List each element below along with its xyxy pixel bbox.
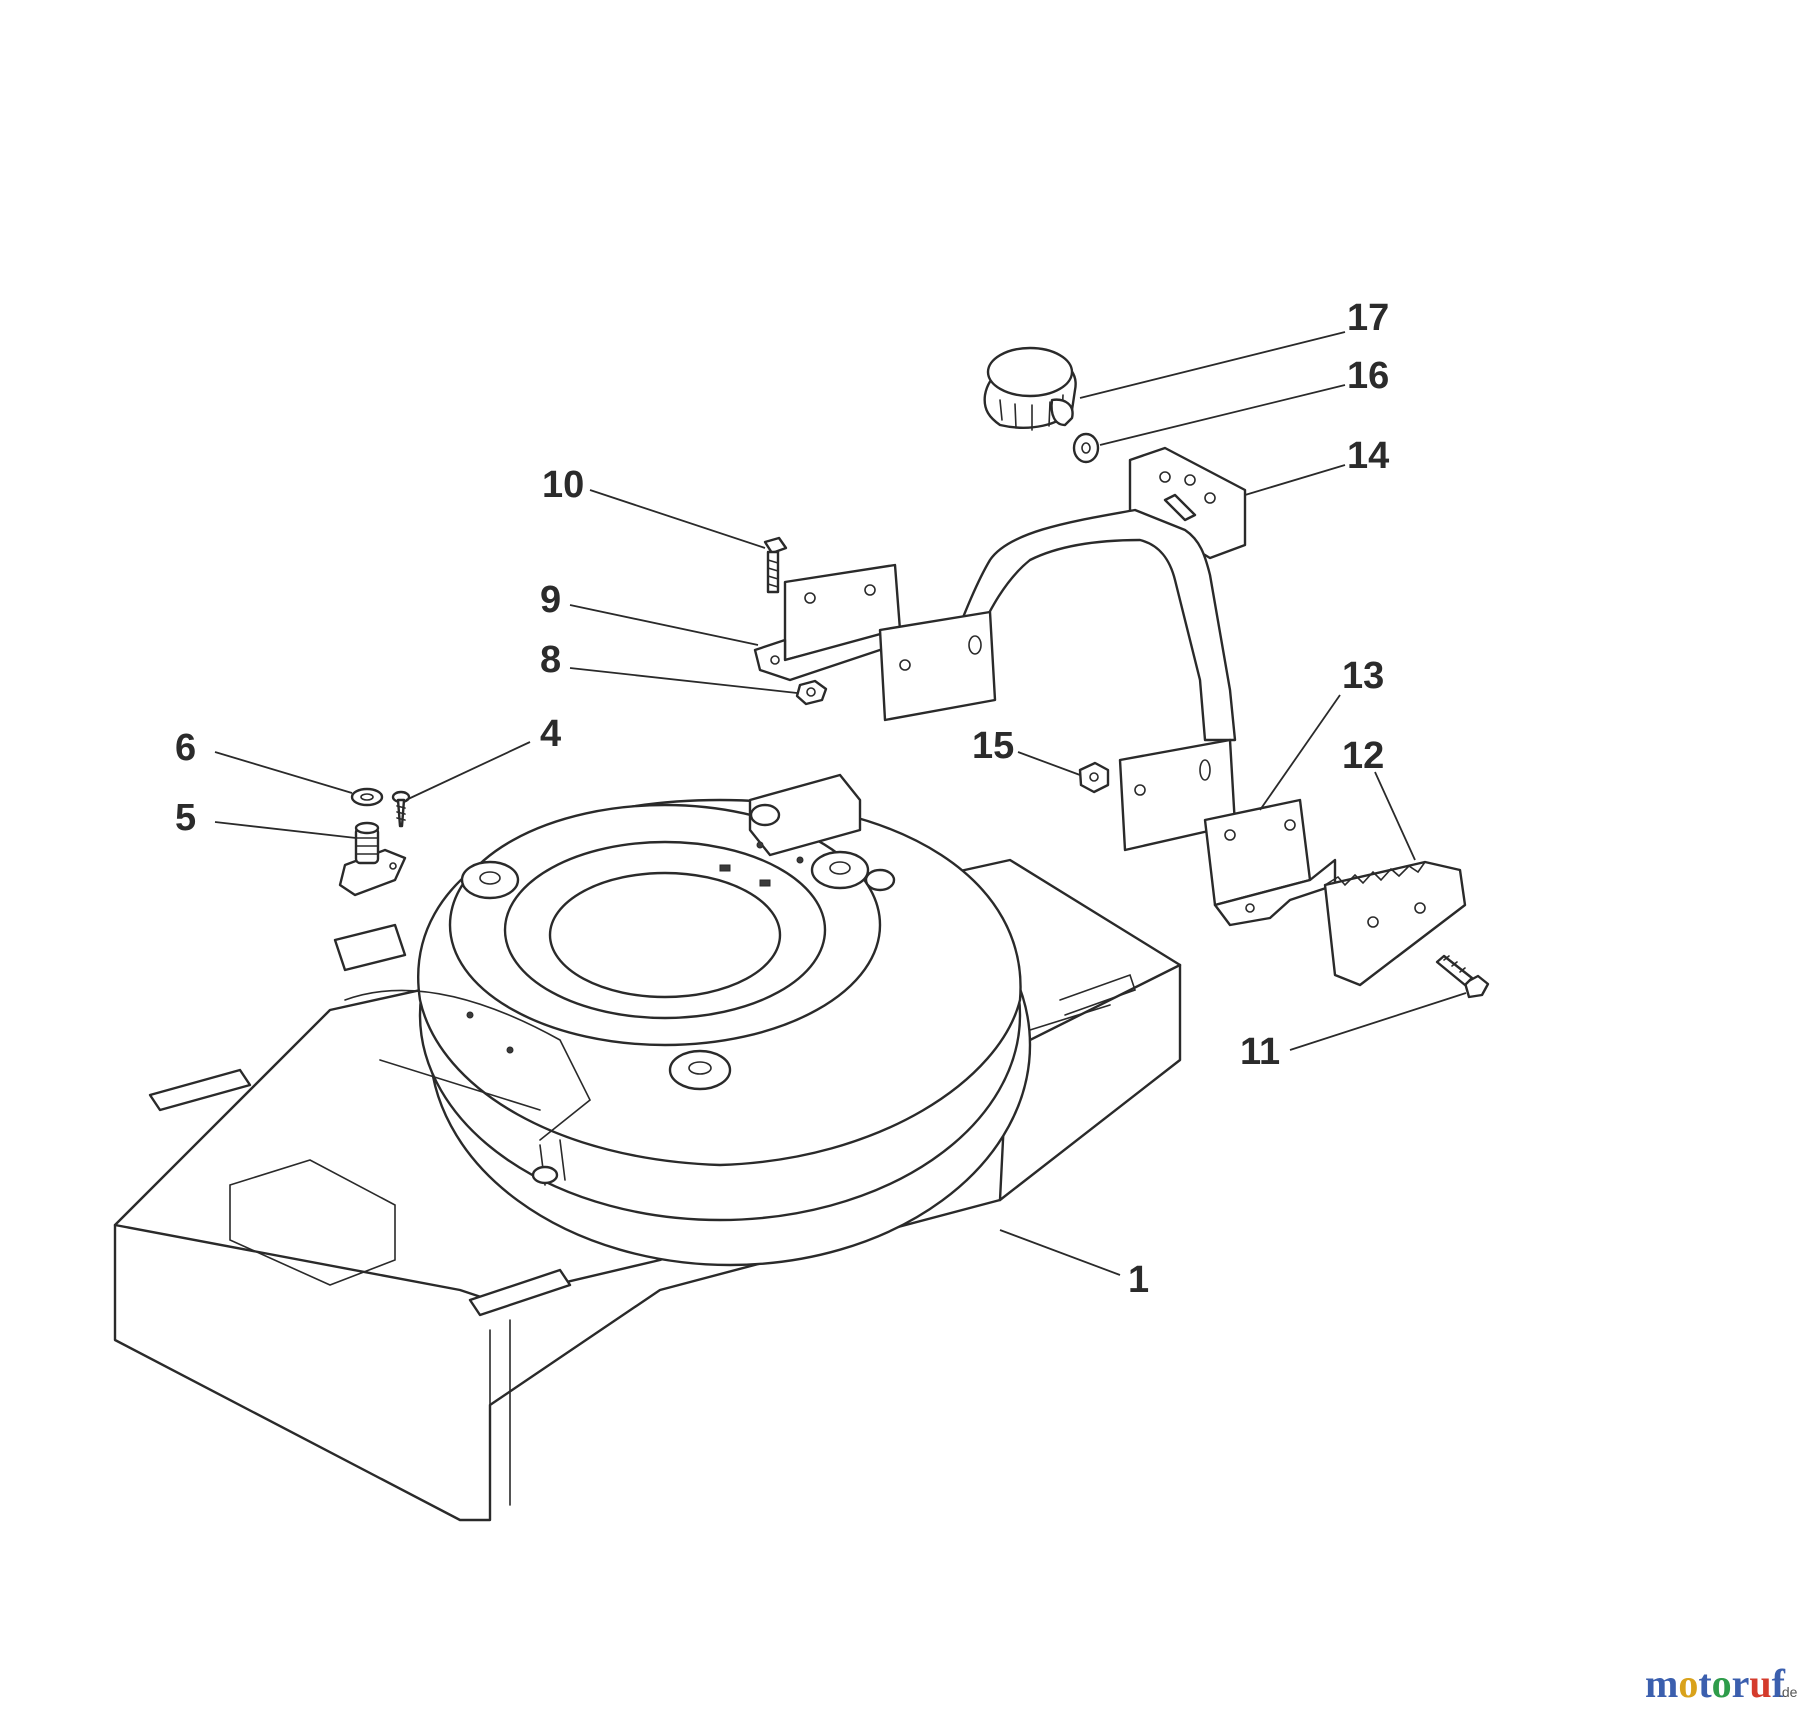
nut-part-8: [795, 679, 828, 706]
callout-11: 11: [1240, 1031, 1280, 1073]
handle-bracket-part-14: [878, 446, 1247, 852]
wm-letter-t: t: [1698, 1661, 1712, 1706]
watermark-tld: .de: [1778, 1684, 1798, 1700]
callout-4: 4: [540, 713, 561, 755]
wm-letter-u: u: [1749, 1661, 1771, 1706]
nut-part-15: [1078, 761, 1110, 794]
leader-8: [569, 667, 798, 694]
wm-letter-o1: o: [1678, 1661, 1698, 1706]
callout-9: 9: [540, 579, 561, 621]
adjuster-plate-part-5: [338, 821, 407, 897]
callout-17: 17: [1347, 297, 1389, 339]
washer-part-6: [350, 787, 384, 807]
callout-5: 5: [175, 797, 196, 839]
leader-15: [1017, 751, 1081, 776]
callout-6: 6: [175, 727, 196, 769]
leader-4: [405, 741, 531, 801]
callout-1: 1: [1128, 1259, 1149, 1301]
wm-letter-o2: o: [1712, 1661, 1732, 1706]
leader-6: [214, 751, 353, 794]
leader-1: [999, 1229, 1121, 1276]
angle-bracket-part-13: [1203, 798, 1337, 927]
mower-deck-part-1: [113, 773, 1182, 1522]
notched-plate-part-12: [1323, 860, 1467, 987]
callout-8: 8: [540, 639, 561, 681]
knob-part-17: [983, 346, 1077, 431]
callout-12: 12: [1342, 735, 1384, 777]
leader-12: [1374, 771, 1416, 861]
bracket-part-9: [753, 563, 902, 682]
leader-10: [589, 489, 766, 549]
screw-part-4: [391, 790, 411, 828]
callout-14: 14: [1347, 435, 1389, 477]
leader-14: [1244, 464, 1346, 496]
leader-9: [569, 604, 759, 646]
leader-5: [214, 821, 357, 839]
callout-10: 10: [542, 464, 584, 506]
leader-11: [1289, 992, 1467, 1051]
washer-part-16: [1072, 432, 1100, 464]
leader-16: [1099, 384, 1346, 446]
watermark-logo: motoruf: [1645, 1661, 1786, 1706]
wm-letter-r: r: [1732, 1661, 1750, 1706]
callout-labels: 17 16 14 10 9 8 6 4 5 15 13 12 11 1: [175, 297, 1389, 1301]
callout-16: 16: [1347, 355, 1389, 397]
leader-lines: [214, 331, 1467, 1276]
leader-17: [1079, 331, 1346, 399]
bolt-part-11: [1435, 954, 1490, 999]
bolt-part-10: [763, 536, 788, 594]
leader-13: [1259, 694, 1341, 811]
callout-15: 15: [972, 725, 1014, 767]
motoruf-watermark: motoruf .de: [1645, 1661, 1798, 1706]
wm-letter-f: f: [1772, 1661, 1786, 1706]
wm-letter-m: m: [1645, 1661, 1678, 1706]
callout-13: 13: [1342, 655, 1384, 697]
